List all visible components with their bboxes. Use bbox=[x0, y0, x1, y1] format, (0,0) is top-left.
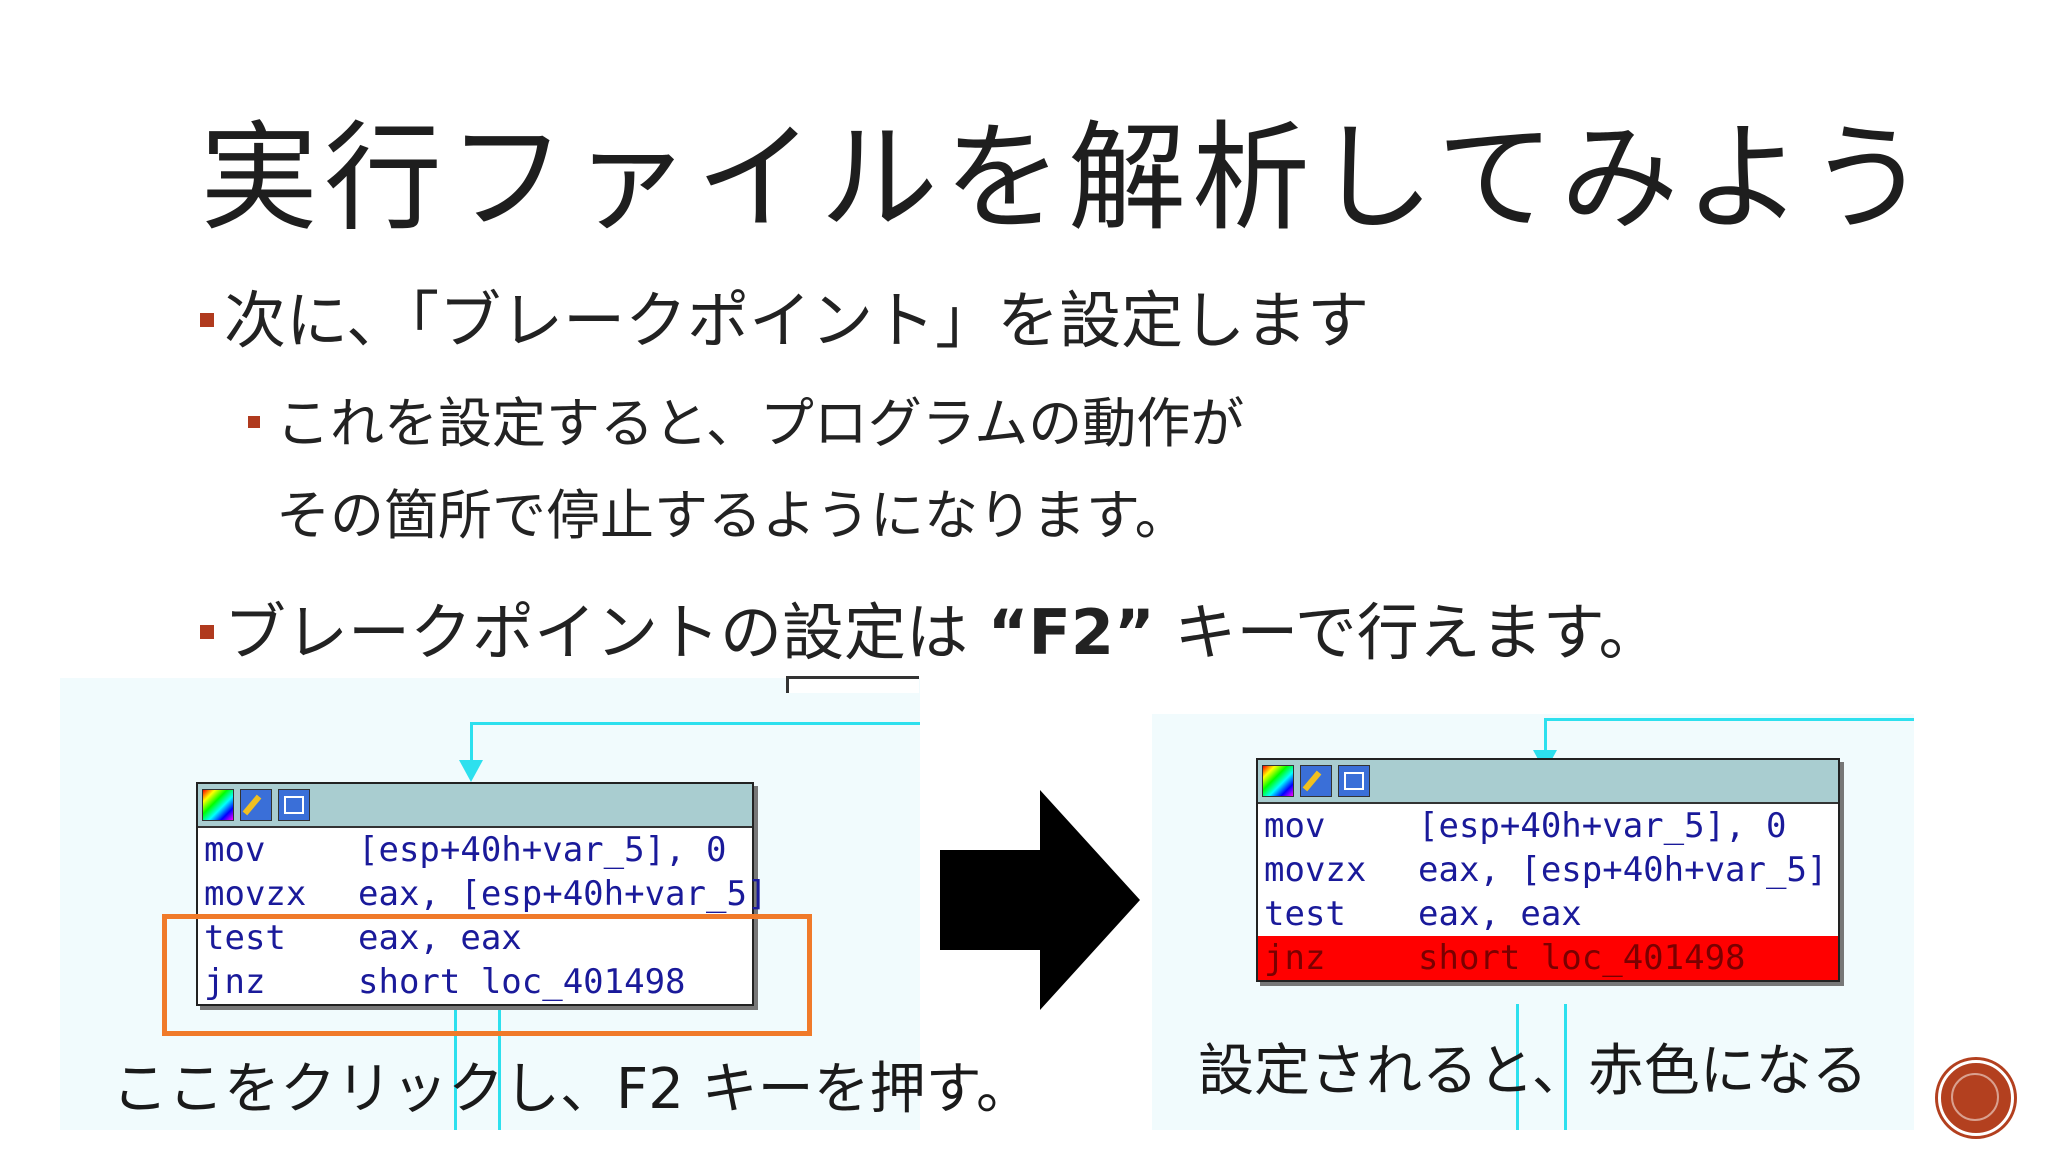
key-name: “F2” bbox=[987, 596, 1155, 669]
edit-pencil-icon[interactable] bbox=[1300, 765, 1332, 797]
color-palette-icon[interactable] bbox=[1262, 765, 1294, 797]
ida-graph-node: mov [esp+40h+var_5], 0 movzx eax, [esp+40h… bbox=[1256, 758, 1840, 982]
operands: eax, [esp+40h+var_5] bbox=[1418, 850, 1828, 890]
mnemonic: test bbox=[1264, 894, 1346, 934]
code-row[interactable]: test eax, eax bbox=[1258, 892, 1838, 936]
bullet-marker-icon bbox=[248, 416, 260, 428]
flow-line bbox=[454, 998, 457, 1130]
bullet-breakpoint-intro: 次に、「ブレークポイント」を設定します bbox=[200, 270, 1369, 360]
node-toolbar bbox=[198, 784, 752, 828]
bullet-marker-icon bbox=[200, 312, 214, 327]
ida-graph-node: mov [esp+40h+var_5], 0 movzx eax, [esp+40h… bbox=[196, 782, 767, 1006]
after-screenshot-panel: mov [esp+40h+var_5], 0 movzx eax, [esp+40h… bbox=[1152, 714, 1914, 1130]
breakpoint-row[interactable]: jnz short loc_401498 bbox=[1258, 936, 1838, 980]
edit-pencil-icon[interactable] bbox=[240, 789, 272, 821]
flow-line bbox=[470, 722, 473, 762]
flow-line bbox=[1564, 1004, 1567, 1130]
before-caption: ここをクリックし、F2 キーを押す。 bbox=[112, 1057, 1033, 1122]
graph-view-icon[interactable] bbox=[1338, 765, 1370, 797]
code-row[interactable]: movzx eax, [esp+40h+var_5] bbox=[198, 872, 767, 916]
code-row[interactable]: mov [esp+40h+var_5], 0 bbox=[198, 828, 752, 872]
before-screenshot-panel: mov [esp+40h+var_5], 0 movzx eax, [esp+40h… bbox=[60, 678, 1032, 1130]
after-caption: 設定されると、赤色になる bbox=[1198, 1039, 1868, 1104]
right-arrow-icon bbox=[940, 790, 1140, 1010]
bullet-marker-icon bbox=[200, 624, 214, 639]
mnemonic: jnz bbox=[204, 962, 266, 1002]
code-row[interactable]: movzx eax, [esp+40h+var_5] bbox=[1258, 848, 1838, 892]
code-row-jnz[interactable]: jnz short loc_401498 bbox=[198, 960, 752, 1004]
flow-line bbox=[470, 722, 920, 725]
code-row[interactable]: test eax, eax bbox=[198, 916, 752, 960]
mnemonic: mov bbox=[1264, 806, 1326, 846]
disassembly-listing: mov [esp+40h+var_5], 0 movzx eax, [esp+40h… bbox=[198, 828, 767, 1004]
bullet-text-post: キーで行えます。 bbox=[1154, 596, 1661, 669]
sub-bullet-description: これを設定すると、プログラムの動作がその箇所で停止するようになります。 bbox=[248, 378, 1244, 562]
operands: short loc_401498 bbox=[358, 962, 686, 1002]
sub-bullet-line-1: これを設定すると、プログラムの動作が bbox=[276, 392, 1245, 455]
screenshot-fragment bbox=[786, 676, 919, 693]
click-target-highlight bbox=[162, 914, 812, 1036]
mnemonic: movzx bbox=[1264, 850, 1367, 890]
flow-line bbox=[498, 998, 501, 1130]
bullet-text: 次に、「ブレークポイント」を設定します bbox=[224, 284, 1370, 357]
operands: short loc_401498 bbox=[1418, 938, 1746, 978]
flow-line bbox=[1516, 1004, 1519, 1130]
mnemonic: mov bbox=[204, 830, 266, 870]
operands: [esp+40h+var_5], 0 bbox=[358, 830, 727, 870]
slide-title: 実行ファイルを解析してみよう bbox=[200, 109, 1933, 247]
operands: eax, [esp+40h+var_5] bbox=[358, 874, 768, 914]
mnemonic: movzx bbox=[204, 874, 307, 914]
mnemonic: test bbox=[204, 918, 286, 958]
color-palette-icon[interactable] bbox=[202, 789, 234, 821]
graph-view-icon[interactable] bbox=[278, 789, 310, 821]
operands: [esp+40h+var_5], 0 bbox=[1418, 806, 1787, 846]
slide-badge-icon bbox=[1938, 1060, 2014, 1136]
flow-arrowhead-icon bbox=[459, 760, 483, 782]
bullet-text-pre: ブレークポイントの設定は bbox=[224, 596, 988, 669]
operands: eax, eax bbox=[1418, 894, 1582, 934]
disassembly-listing: mov [esp+40h+var_5], 0 movzx eax, [esp+40h… bbox=[1258, 804, 1838, 980]
flow-line bbox=[1544, 718, 1547, 752]
mnemonic: jnz bbox=[1264, 938, 1326, 978]
code-row[interactable]: mov [esp+40h+var_5], 0 bbox=[1258, 804, 1838, 848]
sub-bullet-line-2: その箇所で停止するようになります。 bbox=[276, 484, 1189, 547]
flow-line bbox=[1544, 718, 1914, 721]
operands: eax, eax bbox=[358, 918, 522, 958]
bullet-f2-key: ブレークポイントの設定は “F2” キーで行えます。 bbox=[200, 582, 1661, 672]
node-toolbar bbox=[1258, 760, 1838, 804]
